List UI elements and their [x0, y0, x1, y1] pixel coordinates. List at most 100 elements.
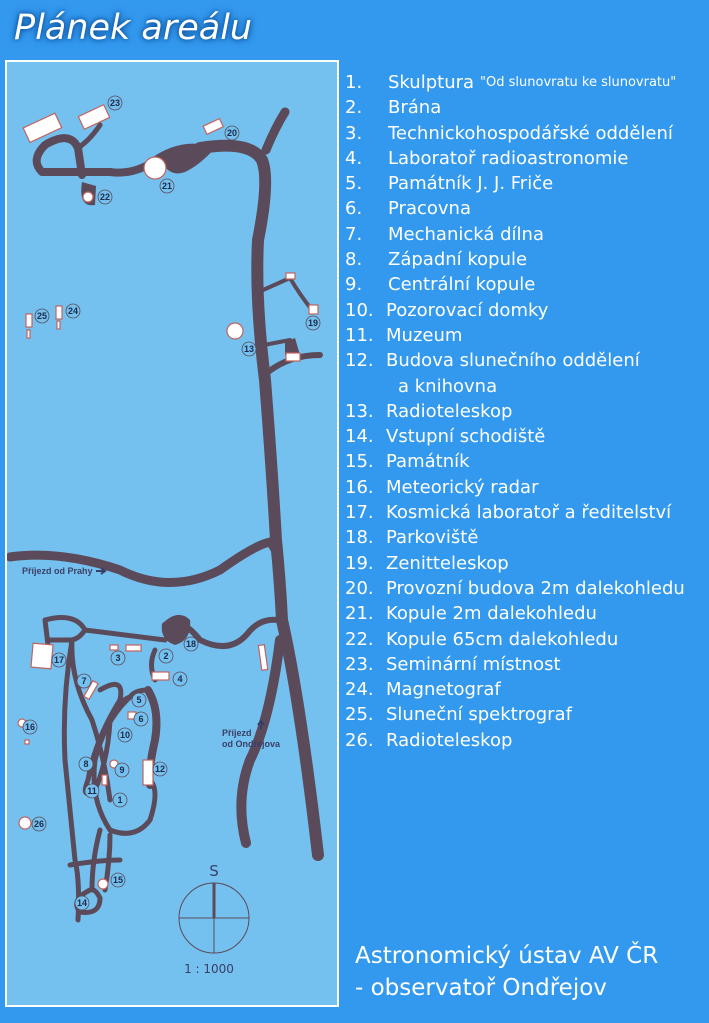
- marker-number: 6: [138, 714, 143, 724]
- marker-number: 8: [83, 759, 88, 769]
- marker-circle: [241, 341, 257, 357]
- map-marker-16: 16: [22, 719, 38, 735]
- marker-circle: [131, 692, 147, 708]
- map-marker-3: 3: [110, 650, 126, 666]
- legend-label: Skulptura: [388, 72, 475, 93]
- map-marker-25: 25: [34, 308, 50, 324]
- legend-label: Zenitteleskop: [386, 552, 509, 574]
- legend-label: Sluneční spektrograf: [386, 704, 572, 726]
- legend-item: 14. Vstupní schodiště: [345, 424, 709, 449]
- marker-circle: [152, 761, 168, 777]
- marker-circle: [74, 895, 90, 911]
- legend-label: Laboratoř radioastronomie: [388, 147, 629, 169]
- arrow-up-icon: [257, 719, 265, 730]
- legend-item: 12.Budova slunečního oddělení: [345, 348, 709, 373]
- marker-number: 24: [68, 306, 78, 316]
- direction-labels: Příjezd od Prahy Příjezd od Ondřejova: [22, 566, 281, 749]
- legend: 1.Skulptura "Od slunovratu ke slunovratu…: [345, 70, 709, 753]
- legend-label: Vstupní schodiště: [386, 426, 546, 448]
- marker-number: 9: [119, 765, 124, 775]
- map-marker-13: 13: [241, 341, 257, 357]
- legend-item-continuation: a knihovna: [398, 375, 498, 397]
- marker-number: 14: [77, 898, 87, 908]
- legend-label: Technickohospodářské oddělení: [388, 122, 673, 144]
- legend-label: Meteorický radar: [386, 476, 539, 498]
- marker-circle: [31, 816, 47, 832]
- institute-name: Astronomický ústav AV ČR: [355, 943, 659, 969]
- marker-number: 5: [136, 695, 141, 705]
- legend-item: 3.Technickohospodářské oddělení: [345, 121, 709, 146]
- legend-number: 4.: [345, 147, 363, 169]
- legend-number: 14.: [345, 426, 374, 448]
- map-marker-24: 24: [65, 303, 81, 319]
- map-scale: 1 : 1000: [184, 962, 234, 976]
- marker-number: 17: [54, 655, 64, 665]
- legend-number: 7.: [345, 223, 363, 245]
- marker-number: 26: [34, 819, 44, 829]
- legend-number: 12.: [345, 350, 374, 372]
- marker-number: 15: [113, 875, 123, 885]
- map-marker-21: 21: [159, 178, 175, 194]
- legend-number: 20.: [345, 577, 374, 599]
- legend-label: Centrální kopule: [388, 274, 536, 296]
- legend-item: 17.Kosmická laboratoř a ředitelství: [345, 500, 709, 525]
- legend-item: 21. Kopule 2m dalekohledu: [345, 601, 709, 626]
- observatory-name: - observatoř Ondřejov: [355, 975, 607, 1001]
- legend-label: Pracovna: [388, 198, 471, 220]
- page-title: Plánek areálu: [14, 8, 253, 48]
- map-marker-6: 6: [133, 711, 149, 727]
- compass: S 1 : 1000: [178, 862, 250, 976]
- map-marker-14: 14: [74, 895, 90, 911]
- legend-number: 6.: [345, 198, 363, 220]
- legend-number: 2.: [345, 97, 363, 119]
- legend-item: 23.Seminární místnost: [345, 652, 709, 677]
- map-marker-20: 20: [224, 125, 240, 141]
- legend-item: 6. Pracovna: [345, 196, 709, 221]
- legend-item: 22.Kopule 65cm dalekohledu: [345, 627, 709, 652]
- legend-number: 10.: [345, 299, 374, 321]
- map-marker-5: 5: [131, 692, 147, 708]
- legend-number: 24.: [345, 679, 374, 701]
- map-marker-11: 11: [84, 783, 100, 799]
- marker-number: 21: [162, 181, 172, 191]
- legend-item: 15.Památník: [345, 449, 709, 474]
- parking-area-21: [160, 145, 215, 174]
- legend-number: 23.: [345, 653, 374, 675]
- legend-item: 16.Meteorický radar: [345, 475, 709, 500]
- legend-number: 21.: [345, 603, 374, 625]
- marker-circle: [78, 756, 94, 772]
- marker-circle: [34, 308, 50, 324]
- legend-label: Kosmická laboratoř a ředitelství: [386, 502, 672, 524]
- marker-number: 23: [110, 98, 120, 108]
- marker-circle: [112, 792, 128, 808]
- legend-label: Provozní budova 2m dalekohledu: [386, 577, 685, 599]
- legend-label: Památník: [386, 451, 470, 473]
- map-marker-23: 23: [107, 95, 123, 111]
- legend-item: 25.Sluneční spektrograf: [345, 702, 709, 727]
- marker-circle: [107, 95, 123, 111]
- marker-number: 25: [37, 311, 47, 321]
- roads: [7, 107, 324, 923]
- legend-item: 13.Radioteleskop: [345, 399, 709, 424]
- legend-sublabel: "Od slunovratu ke slunovratu": [480, 75, 677, 90]
- legend-label: Pozorovací domky: [386, 299, 549, 321]
- legend-label: Kopule 2m dalekohledu: [386, 603, 597, 625]
- marker-number: 22: [100, 192, 110, 202]
- legend-number: 19.: [345, 552, 374, 574]
- legend-item: 2. Brána: [345, 95, 709, 120]
- legend-label: Brána: [388, 97, 442, 119]
- marker-circle: [114, 762, 130, 778]
- legend-number: 11.: [345, 324, 374, 346]
- footer: Astronomický ústav AV ČR - observatoř On…: [355, 940, 658, 1004]
- marker-number: 19: [308, 318, 318, 328]
- legend-item: 24.Magnetograf: [345, 677, 709, 702]
- map-marker-15: 15: [110, 872, 126, 888]
- marker-circle: [65, 303, 81, 319]
- map-marker-12: 12: [152, 761, 168, 777]
- legend-number: 22.: [345, 628, 374, 650]
- marker-number: 11: [87, 786, 97, 796]
- map-marker-22: 22: [97, 189, 113, 205]
- map-marker-17: 17: [51, 652, 67, 668]
- marker-circle: [117, 727, 133, 743]
- marker-circle: [183, 636, 199, 652]
